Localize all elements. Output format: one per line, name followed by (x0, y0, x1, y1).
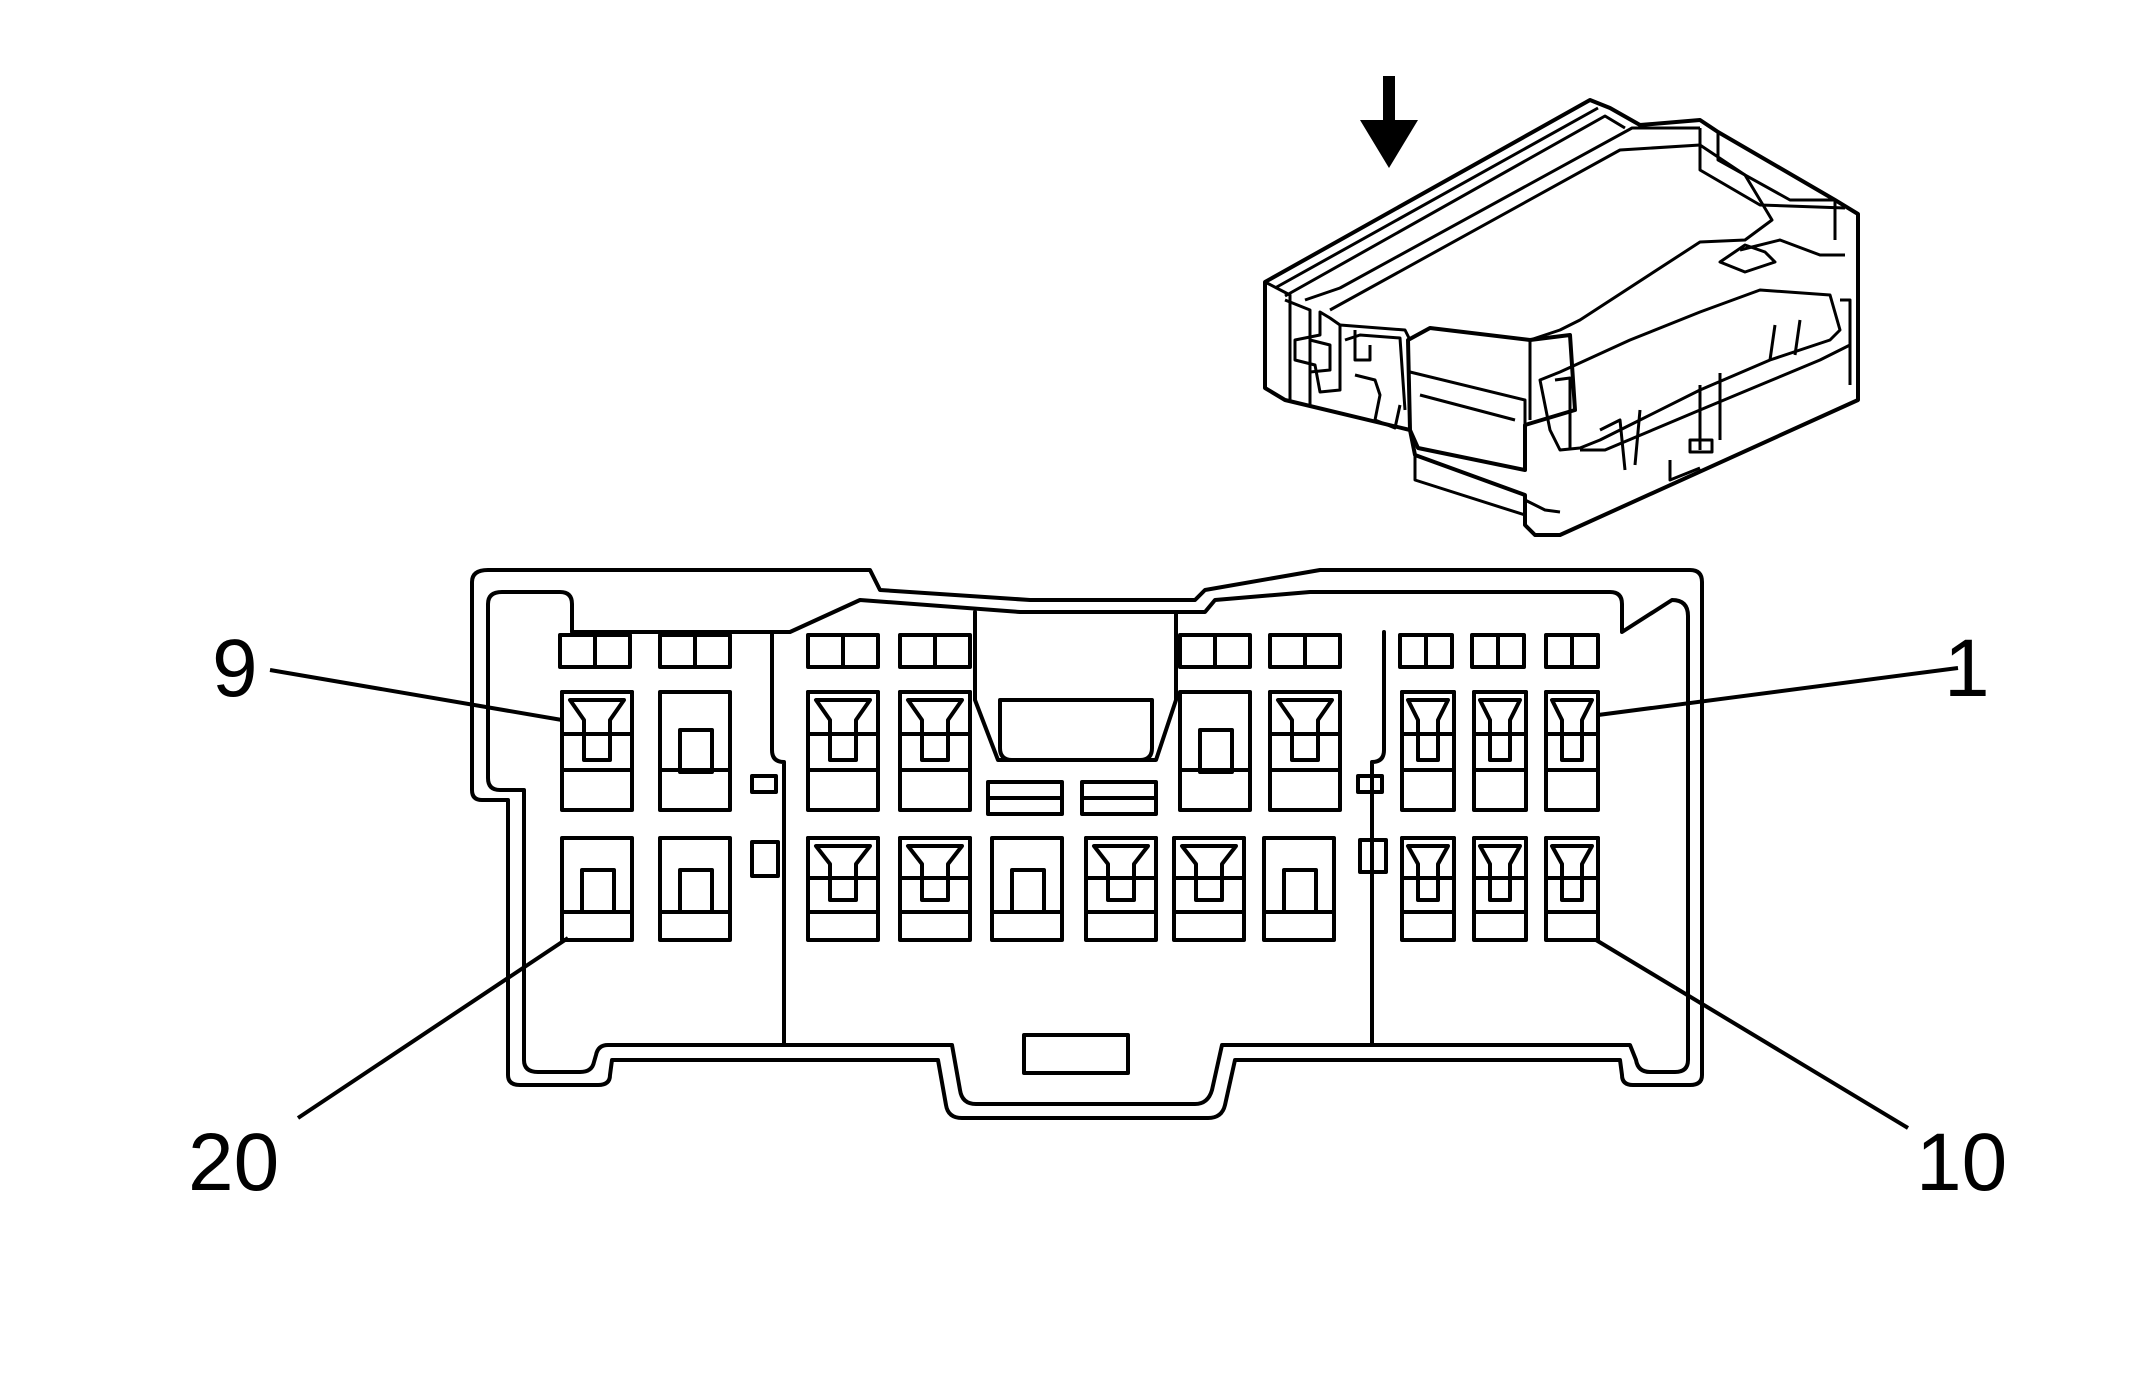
insertion-direction-arrow-icon (1360, 76, 1418, 168)
top-row-cavities (560, 690, 1600, 816)
pin-label-20: 20 (188, 1117, 280, 1208)
pin-label-leaders (269, 666, 1959, 1130)
pin-label-10: 10 (1916, 1117, 2008, 1208)
pin-label-9: 9 (212, 623, 258, 714)
connector-face-view (470, 568, 1704, 1120)
pin-label-1: 1 (1944, 623, 1990, 714)
top-nibs (558, 633, 1600, 669)
bottom-row-cavities (560, 836, 1600, 942)
connector-3d-view (1263, 76, 1860, 537)
